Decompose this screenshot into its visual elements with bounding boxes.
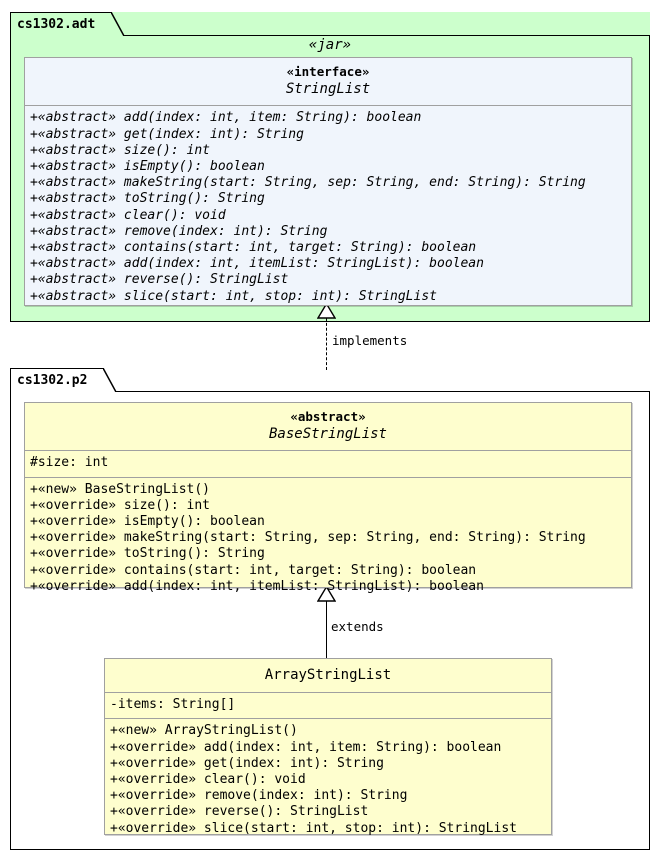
method-row: +«override» toString(): String (30, 546, 265, 562)
method-row: +«abstract» add(index: int, item: String… (30, 110, 422, 126)
method-row: +«abstract» add(index: int, itemList: St… (30, 256, 484, 272)
method-row: +«new» ArrayStringList() (110, 723, 298, 739)
method-row: +«abstract» toString(): String (30, 191, 265, 207)
method-row: +«override» reverse(): StringList (110, 804, 369, 820)
classifier-stringlist[interactable]: «interface» StringList +«abstract» add(i… (24, 57, 632, 306)
classifier-header: «abstract» BaseStringList (25, 403, 631, 450)
method-row: +«abstract» slice(start: int, stop: int)… (30, 288, 437, 304)
section-divider (25, 105, 631, 107)
method-row: +«abstract» clear(): void (30, 207, 226, 223)
classifier-basestringlist[interactable]: «abstract» BaseStringList #size: int +«n… (24, 402, 632, 594)
method-row: +«override» isEmpty(): boolean (30, 514, 265, 530)
method-row: +«override» remove(index: int): String (110, 788, 408, 804)
package-tab-label: cs1302.adt (17, 17, 96, 32)
classifier-title: ArrayStringList (264, 667, 392, 683)
method-row: +«override» get(index: int): String (110, 755, 384, 771)
method-row: +«override» add(index: int, item: String… (110, 739, 502, 755)
method-row: +«abstract» makeString(start: String, se… (30, 175, 586, 191)
attribute-row: -items: String[] (110, 697, 236, 713)
method-row: +«override» slice(start: int, stop: int)… (110, 820, 517, 836)
method-list-arraystringlist: +«new» ArrayStringList() +«override» add… (105, 719, 551, 841)
package-tab-cs1302-adt: cs1302.adt (10, 12, 112, 36)
classifier-stereotype: «interface» (286, 64, 370, 79)
package-tab-cs1302-p2: cs1302.p2 (10, 368, 104, 392)
section-divider (25, 450, 631, 452)
method-row: +«abstract» isEmpty(): boolean (30, 159, 265, 175)
section-divider (105, 692, 551, 694)
attribute-list-basestringlist: #size: int (25, 451, 631, 476)
attribute-row: #size: int (30, 455, 109, 471)
method-row: +«abstract» size(): int (30, 142, 211, 158)
method-row: +«override» size(): int (30, 497, 211, 513)
classifier-arraystringlist[interactable]: ArrayStringList -items: String[] +«new» … (104, 658, 552, 836)
package-tab-label: cs1302.p2 (17, 373, 88, 388)
method-row: +«abstract» contains(start: int, target:… (30, 240, 477, 256)
method-row: +«override» clear(): void (110, 772, 306, 787)
method-row: +«new» BaseStringList() (30, 481, 211, 497)
classifier-stereotype: «abstract» (290, 409, 366, 424)
attribute-list-arraystringlist: -items: String[] (105, 693, 551, 718)
package-tab-corner-icon (111, 12, 125, 36)
method-list-basestringlist: +«new» BaseStringList() +«override» size… (25, 478, 631, 600)
relation-label: implements (332, 333, 408, 348)
classifier-title: StringList (285, 81, 371, 98)
method-row: +«abstract» remove(index: int): String (30, 223, 328, 239)
method-row: +«abstract» reverse(): StringList (30, 272, 289, 288)
section-divider (105, 718, 551, 720)
classifier-header: «interface» StringList (25, 58, 631, 105)
package-tab-corner-icon (103, 368, 117, 392)
section-divider (25, 476, 631, 478)
package-cs1302-p2[interactable]: cs1302.p2 «abstract» BaseStringList #siz… (10, 368, 650, 850)
method-list-stringlist: +«abstract» add(index: int, item: String… (25, 106, 631, 309)
relation-line (326, 318, 327, 370)
classifier-header: ArrayStringList (105, 659, 551, 692)
package-stereotype-jar: «jar» (308, 37, 352, 53)
method-row: +«override» contains(start: int, target:… (30, 562, 477, 578)
package-cs1302-adt[interactable]: cs1302.adt «jar» «interface» StringList … (10, 12, 650, 322)
classifier-title: BaseStringList (268, 426, 387, 443)
method-row: +«override» add(index: int, itemList: St… (30, 578, 484, 594)
method-row: +«abstract» get(index: int): String (30, 126, 304, 142)
method-row: +«override» makeString(start: String, se… (30, 530, 586, 546)
